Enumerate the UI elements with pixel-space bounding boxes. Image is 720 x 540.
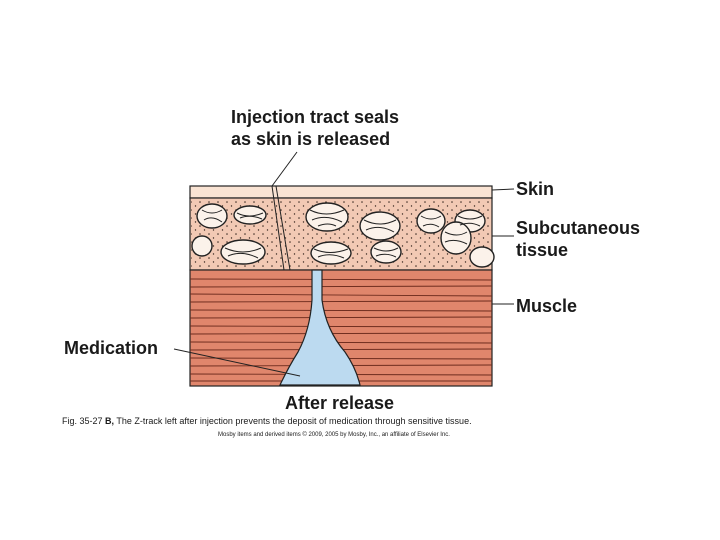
figure-caption-text: The Z-track left after injection prevent…: [116, 416, 472, 426]
subcutaneous-label: Subcutaneous tissue: [516, 217, 640, 261]
figure-number: Fig. 35-27: [62, 416, 103, 426]
medication-label: Medication: [64, 338, 159, 358]
injection-label-line2: as skin is released: [231, 129, 391, 149]
figure-panel: B,: [105, 416, 115, 426]
after-release-label: After release: [285, 393, 395, 413]
muscle-label: Muscle: [516, 296, 578, 316]
fat-cell-lobes: [201, 209, 483, 259]
medication-deposit: [279, 269, 361, 386]
figure-caption: Fig. 35-27 B, The Z-track left after inj…: [62, 416, 472, 426]
injection-tract-label: Injection tract seals as skin is release…: [231, 106, 399, 150]
injection-label-line1: Injection tract seals: [231, 107, 400, 127]
subcutaneous-label-line2: tissue: [516, 240, 569, 260]
injection-tract: [271, 185, 291, 271]
subcutaneous-label-line1: Subcutaneous: [516, 218, 641, 238]
copyright-credit: Mosby items and derived items © 2009, 20…: [218, 432, 450, 438]
leader-lines: [173, 151, 515, 377]
skin-layer: [189, 185, 493, 199]
fat-cells: [191, 202, 495, 268]
skin-label: Skin: [516, 179, 555, 199]
